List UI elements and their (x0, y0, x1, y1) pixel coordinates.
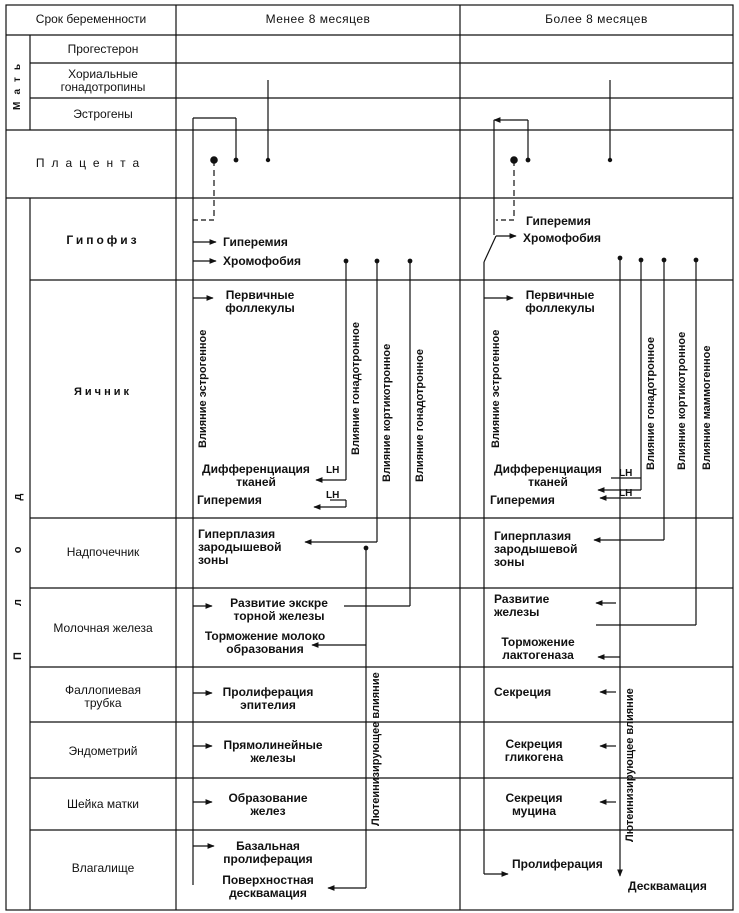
left-milk-2: образования (226, 642, 304, 656)
right-v-mammo: Влияние маммогенное (701, 345, 713, 470)
row-pituitary: Гипофиз (66, 233, 140, 247)
table-frame (5, 4, 734, 911)
left-glands-2: желез (250, 804, 286, 818)
right-v-estrogen: Влияние эстрогенное (490, 329, 502, 448)
right-hyperplasia-2: зародышевой (494, 542, 578, 556)
right-glyco-1: Секреция (505, 737, 563, 751)
header-more-8-months: Более 8 месяцев (545, 12, 648, 26)
left-lh-1: LH (326, 465, 340, 476)
right-gland-2: железы (494, 605, 540, 619)
row-endometrium: Эндометрий (68, 744, 138, 758)
row-vagina: Влагалище (71, 861, 135, 875)
left-surface-1: Поверхностная (222, 873, 314, 887)
left-prolif-2: эпителия (240, 698, 296, 712)
row-cervix: Шейка матки (66, 797, 139, 811)
left-lh-2: LH (326, 490, 340, 501)
left-hyperplasia-3: зоны (198, 553, 229, 567)
left-diff-1: Дифференциация (202, 462, 310, 476)
right-hyperplasia-3: зоны (494, 555, 525, 569)
right-prolif: Пролиферация (512, 857, 603, 871)
right-follicles-1: Первичные (525, 288, 595, 302)
row-chorionic-1: Хориальные (68, 67, 138, 81)
left-v-gonad: Влияние гонадотронное (350, 322, 362, 455)
right-lh-1: LH (619, 468, 633, 479)
header-period: Срок беременности (35, 12, 147, 26)
left-hyperplasia-2: зародышевой (198, 540, 282, 554)
left-hyperplasia-1: Гиперплазия (198, 527, 276, 541)
left-straight-2: железы (250, 751, 296, 765)
row-tube-2: трубка (84, 696, 122, 710)
left-glands-1: Образование (228, 791, 308, 805)
left-straight-1: Прямолинейные (223, 738, 323, 752)
left-basal-2: пролиферация (223, 852, 313, 866)
left-milk-1: Торможение молоко (204, 629, 326, 643)
right-glyco-2: гликогена (504, 750, 564, 764)
left-v-cortico: Влияние кортикотронное (381, 343, 393, 482)
left-exo-2: торной железы (233, 609, 325, 623)
right-diff-2: тканей (528, 475, 568, 489)
left-follicles-2: фоллекулы (225, 301, 295, 315)
row-chorionic-2: гонадотропины (60, 80, 146, 94)
right-hyperemia: Гиперемия (526, 214, 591, 228)
left-follicles-1: Первичные (225, 288, 295, 302)
right-mucin-1: Секреция (505, 791, 563, 805)
row-tube-1: Фаллопиевая (65, 683, 141, 697)
right-desq: Десквамация (628, 879, 707, 893)
right-follicles-2: фоллекулы (525, 301, 595, 315)
left-surface-2: десквамация (229, 886, 307, 900)
group-mother: Мать (12, 56, 23, 110)
left-prolif-1: Пролиферация (222, 685, 314, 699)
right-v-gonad: Влияние гонадотронное (645, 337, 657, 470)
right-gland-1: Развитие (494, 592, 550, 606)
group-fetus: Плод (12, 447, 24, 660)
right-lact-2: лактогеназа (502, 648, 574, 662)
right-v-lutein: Лютеинизирующее влияние (624, 688, 636, 842)
left-exo-1: Развитие экскре (230, 596, 328, 610)
left-v-lutein: Лютеинизирующее влияние (370, 672, 382, 826)
row-progesterone: Прогестерон (67, 42, 139, 56)
header-less-8-months: Менее 8 месяцев (265, 12, 371, 26)
right-hyperemia-2: Гиперемия (490, 493, 555, 507)
left-v-gonad-2: Влияние гонадотронное (414, 349, 426, 482)
right-diff-1: Дифференциация (494, 462, 602, 476)
row-estrogens: Эстрогены (73, 107, 133, 121)
row-placenta: Плацента (35, 156, 147, 170)
right-lh-2: LH (619, 488, 633, 499)
right-mucin-2: муцина (511, 804, 557, 818)
left-v-estrogen: Влияние эстрогенное (197, 329, 209, 448)
left-chromophobia: Хромофобия (223, 254, 302, 268)
row-mammary: Молочная железа (53, 621, 153, 635)
right-chromophobia: Хромофобия (523, 231, 602, 245)
right-hyperplasia-1: Гиперплазия (494, 529, 572, 543)
left-hyperemia: Гиперемия (223, 235, 288, 249)
left-basal-1: Базальная (236, 839, 300, 853)
left-hyperemia-2: Гиперемия (197, 493, 262, 507)
right-v-cortico: Влияние кортикотронное (676, 331, 688, 470)
right-lact-1: Торможение (501, 635, 575, 649)
row-ovary: Яичник (74, 386, 132, 398)
right-secretion: Секреция (494, 685, 552, 699)
row-adrenal: Надпочечник (66, 545, 140, 559)
left-diff-2: тканей (236, 475, 276, 489)
